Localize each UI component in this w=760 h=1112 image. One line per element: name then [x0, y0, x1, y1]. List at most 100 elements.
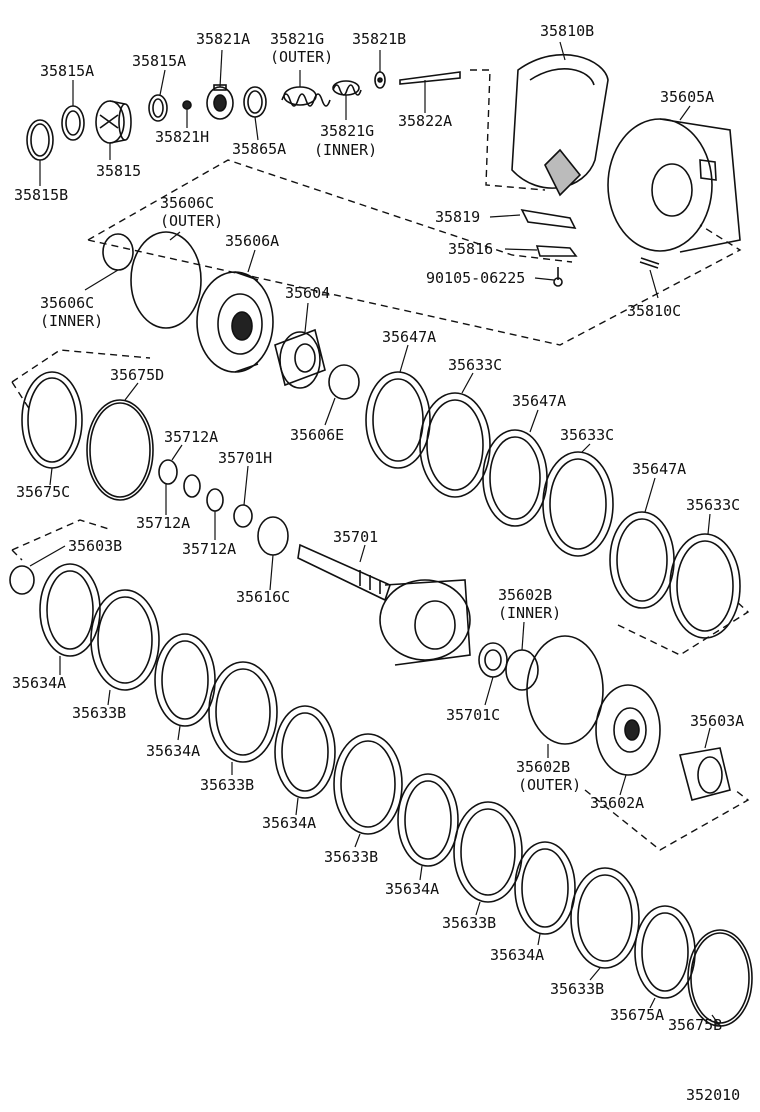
ring-35675B — [687, 929, 753, 1027]
label-35634A-1: 35634A — [12, 674, 66, 692]
label-35602B-outer-note: (OUTER) — [518, 776, 581, 794]
strut-35816 — [535, 245, 578, 257]
drum-35605A — [607, 118, 741, 253]
disc-35633B-4 — [453, 801, 523, 903]
label-35821G-outer-note: (OUTER) — [270, 48, 333, 66]
label-35821G-outer: 35821G — [270, 30, 324, 48]
piston-35821A — [206, 84, 234, 120]
label-35606C-outer-note: (OUTER) — [160, 212, 223, 230]
label-35815A-a: 35815A — [40, 62, 94, 80]
label-35602B-inner-note: (INNER) — [498, 604, 561, 622]
clip-35821B — [374, 71, 386, 89]
group-outline-pump — [87, 159, 742, 346]
pump-35606A — [196, 271, 274, 373]
label-35675B: 35675B — [668, 1016, 722, 1034]
label-35815A-b: 35815A — [132, 52, 186, 70]
ring-35602B-inner — [505, 649, 539, 691]
label-35633C-1: 35633C — [448, 356, 502, 374]
washer-35815A-b — [148, 94, 168, 122]
label-35606E: 35606E — [290, 426, 344, 444]
shaft-35701 — [297, 543, 471, 666]
plate-35675C — [21, 371, 83, 469]
label-35633C-3: 35633C — [686, 496, 740, 514]
piston-35815 — [95, 100, 132, 144]
plate-35647A-1 — [365, 371, 431, 469]
group-outline-clutch-b — [11, 519, 113, 561]
disc-35633B-1 — [90, 589, 160, 691]
disc-35633B-3 — [333, 733, 403, 835]
disc-35633C-3 — [669, 533, 741, 639]
diagram-id: 352010 — [686, 1086, 740, 1104]
label-35633B-5: 35633B — [550, 980, 604, 998]
ring-35616C — [257, 516, 289, 556]
label-35616C: 35616C — [236, 588, 290, 606]
label-35810B: 35810B — [540, 22, 594, 40]
plate-35647A-2 — [482, 429, 548, 527]
disc-35633C-1 — [419, 392, 491, 498]
ring-35865A — [243, 86, 267, 118]
disc-35633B-5 — [570, 867, 640, 969]
label-35634A-2: 35634A — [146, 742, 200, 760]
ring-35606C-inner — [102, 233, 134, 271]
plate-35647A-3 — [609, 511, 675, 609]
label-35675C: 35675C — [16, 483, 70, 501]
label-35819: 35819 — [435, 208, 480, 226]
washer-35712A-b — [183, 474, 201, 498]
label-35647A-1: 35647A — [382, 328, 436, 346]
label-35675A: 35675A — [610, 1006, 664, 1024]
label-35647A-2: 35647A — [512, 392, 566, 410]
label-35815B: 35815B — [14, 186, 68, 204]
plate-35634A-4 — [397, 773, 459, 867]
label-35701: 35701 — [333, 528, 378, 546]
label-35606C-inner: 35606C — [40, 294, 94, 312]
label-35633B-1: 35633B — [72, 704, 126, 722]
bush-35701C — [478, 642, 508, 678]
label-35865A: 35865A — [232, 140, 286, 158]
plate-35634A-1 — [39, 563, 101, 657]
group-outline-clutch-c-right — [617, 599, 750, 656]
ring-35606C-outer — [130, 231, 202, 329]
label-35633B-2: 35633B — [200, 776, 254, 794]
label-35606A: 35606A — [225, 232, 279, 250]
pin-35810C — [639, 257, 660, 269]
spring-35821G-inner — [332, 80, 362, 96]
group-outline-clutch-c — [11, 349, 151, 411]
rod-35822A — [399, 71, 461, 85]
washer-35815A-a — [61, 105, 85, 141]
label-35712A-c: 35712A — [182, 540, 236, 558]
label-35821H: 35821H — [155, 128, 209, 146]
piston-35602A — [595, 684, 661, 776]
label-35633B-3: 35633B — [324, 848, 378, 866]
label-35634A-5: 35634A — [490, 946, 544, 964]
label-35815: 35815 — [96, 162, 141, 180]
label-35821G-inner: 35821G — [320, 122, 374, 140]
label-35606C-outer: 35606C — [160, 194, 214, 212]
label-35634A-4: 35634A — [385, 880, 439, 898]
label-35816: 35816 — [448, 240, 493, 258]
disc-35633C-2 — [542, 451, 614, 557]
bolt-90105-06225 — [553, 267, 563, 287]
group-outline-reaction — [584, 789, 750, 851]
ring-35675D — [86, 399, 154, 501]
ring-35602B-outer — [526, 635, 604, 745]
label-35822A: 35822A — [398, 112, 452, 130]
clip-35606E — [328, 364, 360, 400]
label-35602B-outer: 35602B — [516, 758, 570, 776]
spring-35821G-outer — [281, 86, 331, 107]
label-35675D: 35675D — [110, 366, 164, 384]
label-35810C: 35810C — [627, 302, 681, 320]
washer-35712A-c — [206, 488, 224, 512]
label-35602B-inner: 35602B — [498, 586, 552, 604]
label-35602A: 35602A — [590, 794, 644, 812]
strut-35819 — [520, 208, 577, 229]
label-35633B-4: 35633B — [442, 914, 496, 932]
plate-35634A-3 — [274, 705, 336, 799]
label-35821G-inner-note: (INNER) — [314, 141, 377, 159]
plate-35675A — [634, 905, 696, 999]
label-35821A: 35821A — [196, 30, 250, 48]
label-35603A: 35603A — [690, 712, 744, 730]
group-outline-band — [470, 69, 546, 191]
plate-35634A-5 — [514, 841, 576, 935]
label-35606C-inner-note: (INNER) — [40, 312, 103, 330]
label-35712A-a: 35712A — [164, 428, 218, 446]
